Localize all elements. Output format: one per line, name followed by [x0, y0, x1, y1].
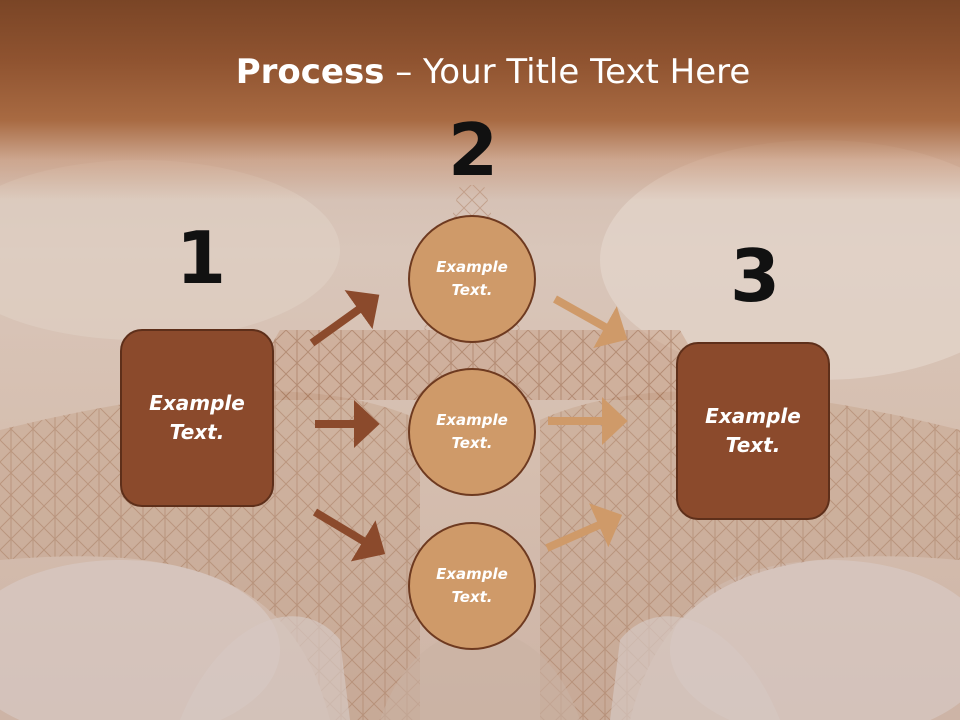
step-number-2: 2 [448, 108, 499, 192]
circle-top-line2: Text. [451, 281, 493, 299]
slide-title: Process – Your Title Text Here [0, 52, 960, 92]
circle-bottom-line2: Text. [451, 588, 493, 606]
circle-top-line1: Example [436, 258, 508, 276]
title-bold: Process [235, 52, 385, 92]
step-1-text-line1: Example [149, 391, 245, 415]
arrow-box1-to-circle-top [309, 290, 380, 347]
step-3-text-line2: Text. [725, 433, 781, 457]
header-band [0, 0, 960, 200]
step-number-3: 3 [730, 234, 781, 318]
arrow-box1-to-circle-bottom [312, 508, 386, 562]
circle-middle-line1: Example [436, 411, 508, 429]
title-rest: – Your Title Text Here [384, 52, 751, 92]
arrow-circle-top-to-box3 [553, 295, 628, 349]
circle-middle-line2: Text. [451, 434, 493, 452]
arrow-circle-bottom-to-box3 [545, 503, 623, 552]
circle-bottom-line1: Example [436, 565, 508, 583]
step-number-1: 1 [176, 216, 227, 300]
step-3-text-line1: Example [705, 404, 801, 428]
step-1-text-line2: Text. [169, 420, 225, 444]
